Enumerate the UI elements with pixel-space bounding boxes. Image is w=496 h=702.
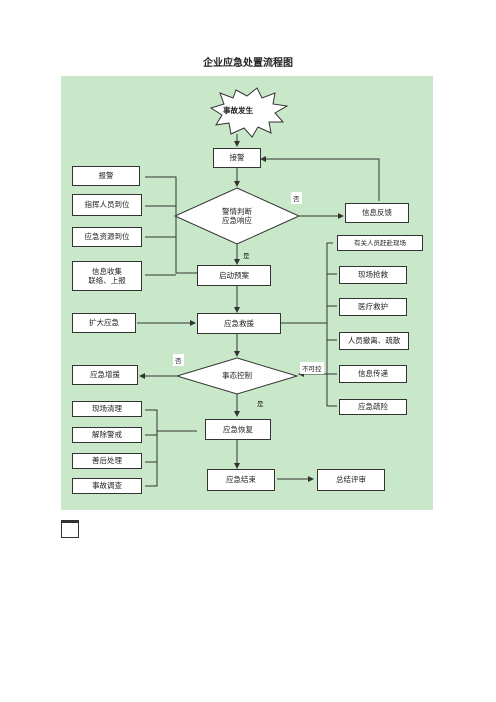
left-step-expand: 扩大应急 xyxy=(72,313,136,333)
left-step-commanders: 指挥人员到位 xyxy=(72,194,142,216)
left-step-investigation: 事故调查 xyxy=(72,478,142,494)
left-step-aftermath: 善后处理 xyxy=(72,453,142,469)
page-corner-mark xyxy=(61,520,79,538)
left-step-info: 信息收集 联络、上报 xyxy=(72,261,142,291)
page-title: 企业应急处置流程图 xyxy=(203,58,293,69)
left-step-lift-alert: 解除警戒 xyxy=(72,427,142,443)
node-reinforce: 应急增援 xyxy=(72,365,138,385)
node-end: 应急结束 xyxy=(207,469,275,491)
right-step-evacuation: 人员撤离、疏散 xyxy=(339,332,409,350)
node-feedback: 信息反馈 xyxy=(345,203,409,223)
label-control-no: 否 xyxy=(173,354,184,366)
start-burst-shape xyxy=(209,87,289,138)
node-rescue: 应急救援 xyxy=(197,313,281,334)
node-summary: 总结评审 xyxy=(317,469,385,491)
left-step-report: 报警 xyxy=(72,166,140,186)
flowchart-canvas: 事故发生 接警 警情判断 应急响应 信息反馈 启动预案 应急救援 事态控制 应急… xyxy=(61,76,433,510)
node-alarm: 接警 xyxy=(213,148,261,168)
label-not-controllable: 不可控 xyxy=(300,362,324,374)
node-start: 事故发生 xyxy=(223,106,253,116)
label-control-yes: 是 xyxy=(257,400,264,408)
right-step-hazard: 应急疏险 xyxy=(339,399,407,415)
flowchart-connectors xyxy=(137,87,380,487)
left-step-cleanup: 现场清理 xyxy=(72,401,142,417)
left-step-resources: 应急资源到位 xyxy=(72,227,142,247)
right-step-medical: 医疗救护 xyxy=(339,298,407,316)
node-plan: 启动预案 xyxy=(197,265,271,286)
right-step-info-transmit: 信息传递 xyxy=(339,365,407,383)
node-control: 事态控制 xyxy=(222,371,252,381)
right-step-personnel: 有关人员赶赴现场 xyxy=(337,235,423,251)
right-step-onsite-rescue: 现场抢救 xyxy=(339,266,407,284)
label-judge-no: 否 xyxy=(291,192,302,204)
node-judge: 警情判断 应急响应 xyxy=(222,206,252,225)
node-recover: 应急恢复 xyxy=(205,419,271,440)
label-judge-yes: 是 xyxy=(243,252,250,260)
